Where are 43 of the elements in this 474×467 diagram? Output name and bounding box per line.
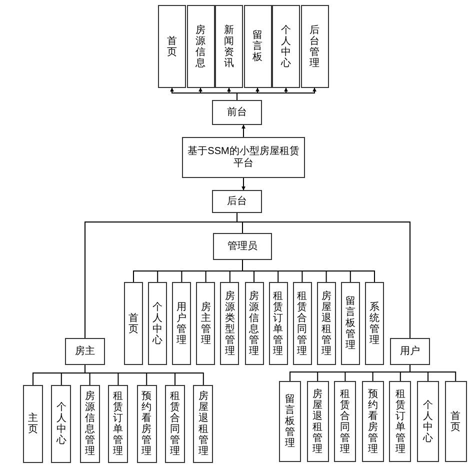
- connector-line: [236, 212, 410, 338]
- process-box: 房主: [65, 338, 105, 365]
- connector-line: [242, 178, 246, 190]
- module-box: 租赁订单管理: [108, 385, 128, 463]
- process-box: 基于SSM的小型房屋租赁平台: [182, 137, 305, 178]
- module-box: 房屋退租管理: [193, 385, 214, 463]
- connector-line: [242, 124, 246, 138]
- module-box: 留言板管理: [340, 282, 360, 365]
- module-box: 租赁订单管理: [268, 282, 288, 365]
- module-box: 房屋退租管理: [316, 282, 336, 365]
- module-box: 后台管理: [300, 5, 328, 88]
- module-box: 预约看房管理: [362, 381, 384, 462]
- module-box: 房源信息管理: [244, 282, 264, 365]
- module-box: 租赁订单管理: [389, 381, 412, 462]
- module-box: 房源信息管理: [80, 385, 100, 463]
- module-box: 用户管理: [172, 282, 192, 365]
- connector-line: [410, 364, 456, 382]
- module-box: 房主管理: [196, 282, 216, 365]
- module-box: 房屋退租管理: [306, 381, 329, 462]
- module-box: 租赁合同管理: [334, 381, 356, 462]
- module-box: 首页: [444, 381, 467, 462]
- module-box: 系统管理: [365, 282, 384, 365]
- process-box: 用户: [390, 338, 430, 365]
- module-box: 个人中心: [148, 282, 168, 365]
- module-box: 租赁合同管理: [165, 385, 185, 463]
- process-box: 前台: [212, 100, 262, 125]
- module-box: 留言板: [244, 5, 272, 88]
- module-box: 主页: [23, 385, 43, 463]
- module-box: 新闻资讯: [215, 5, 243, 88]
- module-box: 租赁合同管理: [292, 282, 312, 365]
- module-box: 首页: [158, 5, 186, 88]
- process-box: 后台: [212, 190, 262, 213]
- module-box: 房源类型管理: [220, 282, 240, 365]
- module-box: 个人中心: [272, 5, 300, 88]
- module-box: 个人中心: [417, 381, 439, 462]
- module-box: 预约看房管理: [136, 385, 157, 463]
- module-box: 房源信息: [186, 5, 214, 88]
- module-box: 留言板管理: [279, 381, 301, 462]
- process-box: 管理员: [213, 233, 272, 260]
- connector-line: [242, 260, 375, 282]
- connector-line: [84, 364, 204, 386]
- module-box: 个人中心: [51, 385, 72, 463]
- module-box: 首页: [124, 282, 143, 365]
